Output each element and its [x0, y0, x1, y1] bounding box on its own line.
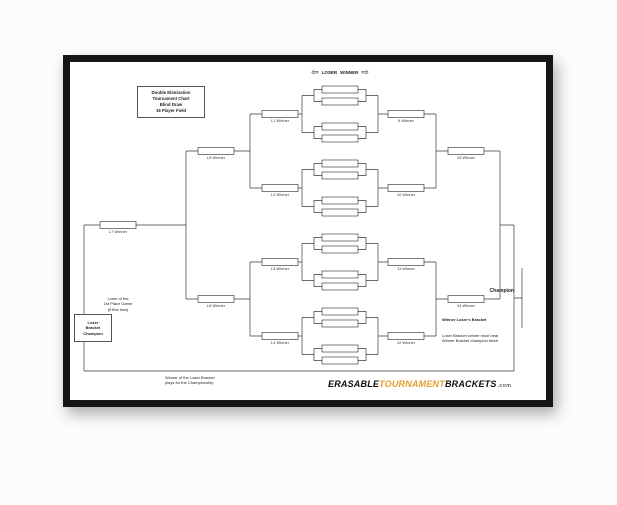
note-line: Loser of the [107, 296, 129, 301]
loser-bracket-final-lines [136, 150, 198, 300]
player-slot [321, 122, 359, 131]
winner-bracket-round3-lines [424, 113, 448, 337]
loser-bracket-round2-lines [298, 95, 303, 355]
note-line: Loser Bracket winner must beat [442, 333, 499, 338]
player-slot [321, 97, 359, 106]
round-label: L5 Winner [206, 155, 226, 160]
title-line: Tournament Chart [152, 95, 190, 101]
champion-label: Champion [489, 288, 514, 294]
winner-round2-slot [387, 258, 425, 266]
player-slot [321, 159, 359, 168]
player-slot [321, 233, 359, 242]
round-label: 14 Winner [456, 303, 476, 308]
winner-direction-label: WINNER [340, 70, 359, 75]
round-label: L3 Winner [270, 266, 290, 271]
grand-final-lines [513, 225, 523, 371]
note-line: (if first loss) [107, 306, 129, 312]
title-line: Double Elimination [151, 89, 191, 95]
winner-bracket-round2-lines [377, 95, 388, 355]
player-slot [321, 196, 359, 205]
right-top-note: Winner Loser's Bracket [442, 317, 487, 322]
note-line: Winner of the Loser Bracket [165, 375, 215, 380]
winner-round3-slot [447, 295, 485, 303]
logo-suffix: .com [497, 383, 512, 389]
round-label: L2 Winner [270, 192, 290, 197]
note-line: 1st Place Game [103, 301, 133, 307]
winner-round2-slot [387, 332, 425, 340]
player-slot [321, 319, 359, 328]
loser-final-slot [99, 221, 137, 229]
round-label: L4 Winner [270, 340, 290, 345]
loser-bracket-champion-line: Champion [83, 330, 103, 336]
winner-round3-slot [447, 147, 485, 155]
round-label: 12 Winner [396, 340, 416, 345]
note-line: Winner Bracket champion twice [442, 338, 499, 344]
player-slot [321, 344, 359, 353]
loser-bracket-champion-line: Bracket [85, 325, 101, 331]
loser-bracket-round3-lines [234, 113, 262, 337]
loser-round3-slot [197, 147, 235, 155]
round-label: L1 Winner [270, 118, 290, 123]
round-label: 11 Winner [397, 266, 415, 271]
loser-bracket-pair-lines [302, 89, 322, 361]
bracket-board: Double Elimination Tournament Chart Blin… [70, 62, 546, 400]
player-slot [321, 134, 359, 143]
loser-direction-label: LOSER [321, 70, 338, 75]
loser-champion-path-lines [83, 224, 514, 372]
note-line: plays for the Championship [165, 380, 214, 386]
title-box: Double Elimination Tournament Chart Blin… [137, 86, 205, 118]
player-slot [321, 270, 359, 279]
logo-part-tournament: TOURNAMENT [379, 379, 445, 389]
player-slot [321, 245, 359, 254]
player-slot [321, 171, 359, 180]
winner-bracket-pair-lines [358, 89, 378, 361]
player-slot [321, 282, 359, 291]
round-label: L6 Winner [206, 303, 226, 308]
winner-round2-slot [387, 184, 425, 192]
winner-bracket-final-lines [484, 150, 514, 300]
round-label: 13 Winner [456, 155, 476, 160]
loser-round3-slot [197, 295, 235, 303]
player-slot [321, 85, 359, 94]
loser-bracket-champion-line: Loser [87, 319, 99, 325]
player-slot [321, 208, 359, 217]
right-arrow-icon: ⇨ [361, 67, 369, 77]
round-label: 9 Winner [397, 118, 414, 123]
round-label: 10 Winner [396, 192, 416, 197]
loser-bracket-champion-box: Loser Bracket Champion [74, 314, 112, 342]
title-line: Blind Draw [159, 102, 183, 107]
loser-round2-slot [261, 110, 299, 118]
right-bottom-note: Loser Bracket winner must beat Winner Br… [442, 333, 514, 344]
loser-round2-slot [261, 184, 299, 192]
bracket-board-frame: Double Elimination Tournament Chart Blin… [63, 55, 553, 407]
title-line: 16 Player Field [155, 108, 187, 114]
bottom-center-note: Winner of the Loser Bracket plays for th… [165, 375, 243, 386]
left-mid-note: Loser of the 1st Place Game (if first lo… [100, 296, 136, 312]
left-arrow-icon: ⇦ [311, 67, 319, 77]
winner-round2-slot [387, 110, 425, 118]
player-slot [321, 307, 359, 316]
round-label: L7 Winner [108, 229, 128, 234]
loser-round2-slot [261, 258, 299, 266]
logo-part-erasable: ERASABLE [328, 379, 380, 389]
direction-legend: ⇦ LOSER WINNER ⇨ [296, 68, 384, 77]
player-slot [321, 356, 359, 365]
logo-part-brackets: BRACKETS [444, 379, 497, 389]
bracket-lines [83, 85, 523, 372]
loser-round2-slot [261, 332, 299, 340]
